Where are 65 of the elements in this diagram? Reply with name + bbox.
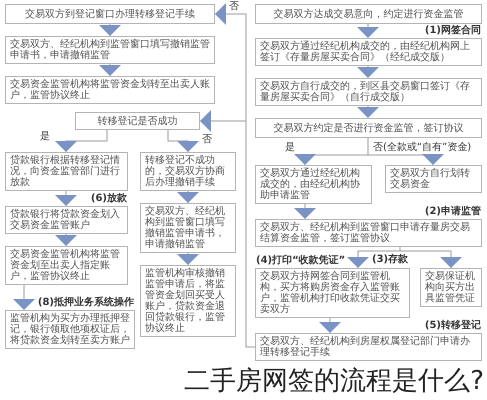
- step-text: 交易双方通过经纪机构成交的，由经纪机构协助申请监管: [260, 168, 361, 201]
- step-text: 交易保证机构向买方出具监管凭证: [425, 271, 476, 304]
- step-text: 转移登记是否成功: [98, 116, 178, 126]
- process-box: [140, 203, 236, 253]
- arrow: [13, 284, 35, 310]
- arrow: [168, 130, 199, 152]
- process-box: [5, 152, 128, 191]
- edge-label: 是: [285, 142, 295, 153]
- step-text: 交易双方持网签合同到监管机构，买方将购房资金存入监管账户，监管机构打印收款凭证交买卖双方: [260, 271, 401, 315]
- arrow: [368, 138, 444, 166]
- arrow: [357, 66, 379, 78]
- process-box: [5, 4, 215, 24]
- step-heading: (1)网签合同: [424, 25, 481, 37]
- step-text: 交易双方自行划转交易资金: [390, 168, 471, 190]
- arrow: [357, 24, 379, 38]
- step-heading: (3)存款: [372, 254, 408, 266]
- arrow: [319, 318, 341, 334]
- process-box: [385, 165, 482, 193]
- arrow: [55, 130, 108, 152]
- process-box: [420, 268, 482, 307]
- step-text: 监管机构为买方办理抵押登记，银行领取他项权证后，将贷款资金划转至卖方账户: [10, 313, 130, 346]
- arrow: [99, 24, 121, 36]
- step-heading: (2)申请监管: [424, 206, 481, 218]
- arrow: [357, 106, 379, 118]
- step-text: 交易双方达成交易意向，约定进行资金监管: [274, 8, 464, 20]
- arrow: [55, 190, 77, 206]
- step-text: 交易双方自行成交的，到区县交易窗口签订《存量房屋买卖合同》（自行成交版）: [260, 81, 471, 103]
- process-box: [255, 78, 482, 106]
- step-text: 交易资金监管机构将监管资金划转至出卖人账户，监管协议终止: [10, 79, 210, 101]
- process-box: [255, 165, 372, 204]
- step-text: 交易双方、经纪机构到房屋权属登记部门申请办理转移登记手续: [260, 336, 471, 358]
- process-box: [5, 246, 128, 285]
- edge-label: 是: [40, 131, 50, 142]
- process-box: [5, 76, 215, 104]
- edge-label: 否: [202, 134, 212, 145]
- step-heading: (8)抵押业务系统操作: [38, 297, 134, 309]
- step-text: 交易双方约定是否进行资金监管，签订协议: [274, 122, 464, 134]
- process-box: [255, 118, 482, 138]
- step-text: 贷款银行根据转移登记情况，向资金监管部门进行放款: [10, 155, 121, 188]
- step-text: 交易资金监管机构将监管资金划至出卖人指定账户，监管协议终止: [10, 249, 121, 282]
- arrow: [400, 246, 462, 268]
- step-text: 转移登记不成功的，交易双方协商后办理撤销手续: [145, 155, 226, 188]
- step-text: 交易双方、经纪机构到监管窗口填写撤销监管申请书，申请撤销监管: [145, 206, 226, 250]
- edge-label: 否: [229, 1, 239, 12]
- step-text: 贷款银行将贷款资金划入交易资金监管账户: [10, 209, 121, 231]
- arrow: [177, 190, 199, 204]
- decision-box: [75, 112, 200, 130]
- step-text: 交易双方、经纪机构到监管窗口申请存量房交易结算资金监管，签订监管协议: [260, 222, 471, 244]
- process-box: [140, 152, 236, 191]
- edge-label: 否(全款或“自有”资金): [373, 142, 472, 153]
- arrow: [99, 64, 121, 76]
- step-text: 交易双方通过经纪机构成交的，由经纪机构网上签订《存量房屋买卖合同》（经纪成交版）: [260, 41, 471, 63]
- process-box: [5, 36, 215, 64]
- step-heading: (6)放款: [90, 193, 127, 205]
- step-text: 交易双方到登记窗口办理转移登记手续: [25, 8, 195, 20]
- caption: 二手房网签的流程是什么?: [184, 366, 484, 396]
- arrow: [177, 252, 199, 266]
- step-text: 交易双方、经纪机构到监管窗口填写撤销监管申请书，申请撤销监管: [10, 39, 210, 61]
- process-box: [140, 265, 236, 337]
- process-box: [255, 4, 482, 24]
- step-heading: (4)打印“收款凭证”: [256, 255, 346, 267]
- arrow: [55, 234, 77, 246]
- step-text: 监管机构审核撤销监管申请后，将监管资金划回买受人账户，贷款资金退回贷款银行，监管协议终止: [145, 268, 226, 334]
- arrow: [294, 204, 316, 220]
- step-heading: (5)转移登记: [424, 320, 481, 332]
